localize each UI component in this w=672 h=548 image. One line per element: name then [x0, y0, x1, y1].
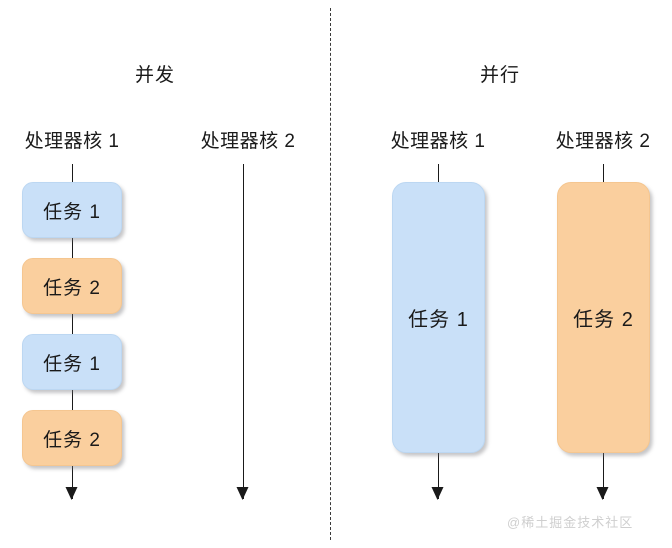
panel-title-concurrency: 并发 [134, 65, 175, 86]
timeline-arrow-parallelism-core-2 [603, 450, 604, 499]
task-box[interactable]: 任务 2 [22, 258, 122, 314]
timeline-segment-parallelism-core-1-head [438, 164, 439, 184]
panel-divider [330, 8, 331, 540]
timeline-arrow-concurrency-core-2 [243, 164, 244, 499]
task-box[interactable]: 任务 2 [557, 182, 650, 453]
timeline-segment-concurrency-core-1-1 [72, 236, 73, 262]
timeline-segment-concurrency-core-1-3 [72, 388, 73, 412]
task-box[interactable]: 任务 2 [22, 410, 122, 466]
task-box[interactable]: 任务 1 [22, 334, 122, 390]
task-label: 任务 2 [43, 277, 101, 299]
panel-title-parallelism: 并行 [479, 65, 520, 86]
task-label: 任务 1 [43, 201, 101, 223]
core-label-concurrency-core-2: 处理器核 2 [200, 131, 296, 152]
timeline-segment-parallelism-core-2-head [603, 164, 604, 184]
core-label-parallelism-core-2: 处理器核 2 [555, 131, 651, 152]
core-label-parallelism-core-1: 处理器核 1 [390, 131, 486, 152]
task-label: 任务 2 [43, 429, 101, 451]
timeline-arrow-parallelism-core-1 [438, 450, 439, 499]
timeline-arrow-concurrency-core-1 [72, 462, 73, 499]
task-box[interactable]: 任务 1 [22, 182, 122, 238]
timeline-segment-concurrency-core-1-head [72, 164, 73, 184]
task-box[interactable]: 任务 1 [392, 182, 485, 453]
timeline-segment-concurrency-core-1-2 [72, 312, 73, 338]
core-label-concurrency-core-1: 处理器核 1 [24, 131, 120, 152]
task-label: 任务 2 [573, 309, 634, 331]
watermark: @稀土掘金技术社区 [507, 515, 634, 530]
task-label: 任务 1 [43, 353, 101, 375]
task-label: 任务 1 [408, 309, 469, 331]
